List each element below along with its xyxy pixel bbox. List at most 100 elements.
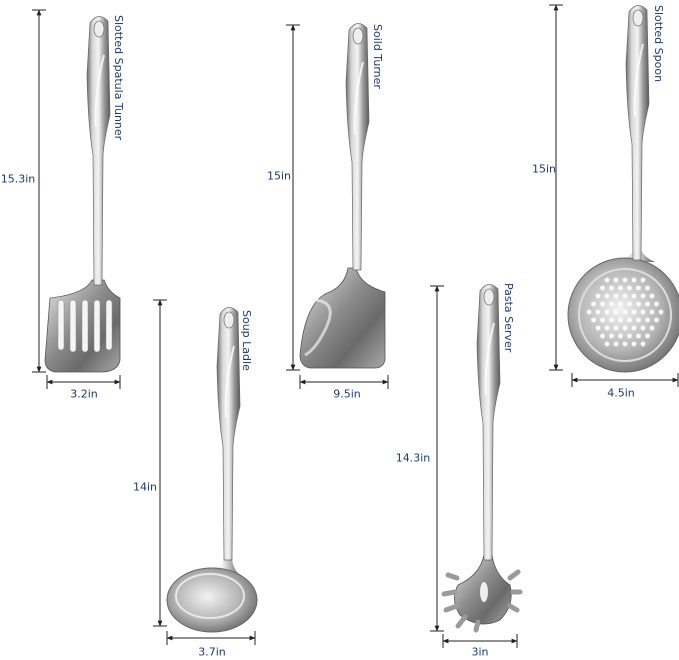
strainer-hole [622, 325, 628, 331]
slotted-spoon-handle [625, 5, 650, 261]
strainer-hole [631, 341, 637, 347]
height-dimension-line-soup-ladle [153, 299, 167, 627]
width-label-soup-ladle: 3.7in [198, 645, 226, 659]
strainer-hole [640, 293, 646, 299]
strainer-hole [645, 285, 650, 291]
strainer-hole [604, 293, 610, 299]
strainer-hole [591, 301, 596, 307]
pasta-server-head [441, 554, 523, 633]
soup-ladle-bowl [166, 556, 258, 633]
strainer-hole [595, 325, 601, 331]
width-dimension-line-solid-turner [299, 375, 389, 389]
width-label-solid-turner: 9.5in [333, 387, 361, 401]
width-label-slotted-spatula: 3.2in [70, 387, 98, 401]
solid-turner-handle [345, 23, 370, 271]
strainer-hole [600, 301, 605, 307]
slotted-spoon-bowl [567, 250, 679, 373]
hanging-hole-icon [352, 27, 364, 45]
hanging-hole-icon [223, 311, 235, 329]
slotted-spatula-head [44, 279, 121, 373]
strainer-hole [622, 341, 628, 347]
strainer-hole [654, 317, 659, 323]
hanging-hole-icon [93, 20, 105, 38]
strainer-hole [618, 285, 623, 291]
height-dimension-line-solid-turner [286, 24, 300, 371]
strainer-hole [618, 317, 623, 323]
strainer-hole [631, 293, 637, 299]
strainer-hole [604, 277, 610, 283]
strainer-hole [631, 325, 637, 331]
height-dimension-line-pasta-server [430, 285, 444, 632]
utensil-name-pasta-server: Pasta Server [502, 283, 515, 353]
hanging-hole-icon [632, 9, 644, 27]
strainer-hole [636, 301, 641, 307]
strainer-hole [631, 277, 637, 283]
strainer-hole [636, 317, 641, 323]
strainer-hole [618, 301, 623, 307]
strainer-hole [622, 293, 628, 299]
strainer-hole [613, 341, 619, 347]
slotted-spatula-handle [86, 16, 111, 286]
width-dimension-line-slotted-spatula [46, 375, 121, 389]
strainer-hole [600, 317, 605, 323]
strainer-hole [645, 301, 650, 307]
strainer-hole [636, 285, 641, 291]
height-dimension-line-slotted-spatula [32, 9, 46, 373]
strainer-hole [649, 309, 655, 315]
strainer-hole [645, 317, 650, 323]
strainer-hole [622, 309, 628, 315]
strainer-hole [604, 341, 610, 347]
strainer-hole [613, 293, 619, 299]
strainer-hole [609, 333, 614, 339]
height-label-slotted-spoon: 15in [531, 162, 557, 176]
strainer-hole [609, 317, 614, 323]
utensil-name-slotted-spatula: Slotted Spatula Tunner [112, 15, 125, 141]
strainer-hole [640, 341, 646, 347]
strainer-hole [600, 285, 605, 291]
utensil-name-soup-ladle: Soup Ladle [240, 310, 253, 371]
strainer-hole [658, 309, 664, 315]
utensil-name-solid-turner: Soild Turner [371, 24, 384, 89]
strainer-hole [618, 333, 623, 339]
pasta-server-handle [476, 284, 501, 561]
strainer-hole [645, 333, 650, 339]
strainer-hole [609, 285, 614, 291]
strainer-hole [640, 325, 646, 331]
utensil-name-slotted-spoon: Slotted Spoon [652, 5, 665, 83]
width-label-pasta-server: 3in [471, 645, 489, 659]
strainer-hole [631, 309, 637, 315]
strainer-hole [595, 293, 601, 299]
strainer-hole [595, 309, 601, 315]
strainer-hole [640, 277, 646, 283]
strainer-hole [613, 277, 619, 283]
strainer-hole [654, 301, 659, 307]
strainer-hole [627, 333, 632, 339]
width-dimension-line-slotted-spoon [571, 373, 679, 387]
strainer-hole [649, 293, 655, 299]
height-label-solid-turner: 15in [266, 169, 292, 183]
strainer-hole [613, 309, 619, 315]
strainer-hole [627, 317, 632, 323]
solid-turner-head [299, 267, 386, 369]
height-label-slotted-spatula: 15.3in [0, 172, 36, 186]
soup-ladle-handle [216, 307, 241, 561]
width-dimension-line-soup-ladle [166, 631, 256, 645]
strainer-hole [609, 301, 614, 307]
width-dimension-line-pasta-server [442, 634, 518, 648]
strainer-hole [636, 333, 641, 339]
strainer-hole [613, 325, 619, 331]
height-label-soup-ladle: 14in [132, 480, 158, 494]
strainer-hole [600, 333, 605, 339]
strainer-hole [649, 325, 655, 331]
hanging-hole-icon [483, 288, 495, 306]
strainer-hole [604, 309, 610, 315]
height-dimension-line-slotted-spoon [549, 4, 563, 371]
strainer-hole [640, 309, 646, 315]
strainer-hole [604, 325, 610, 331]
strainer-hole [591, 317, 596, 323]
strainer-hole [627, 285, 632, 291]
strainer-hole [586, 309, 592, 315]
strainer-hole [622, 277, 628, 283]
